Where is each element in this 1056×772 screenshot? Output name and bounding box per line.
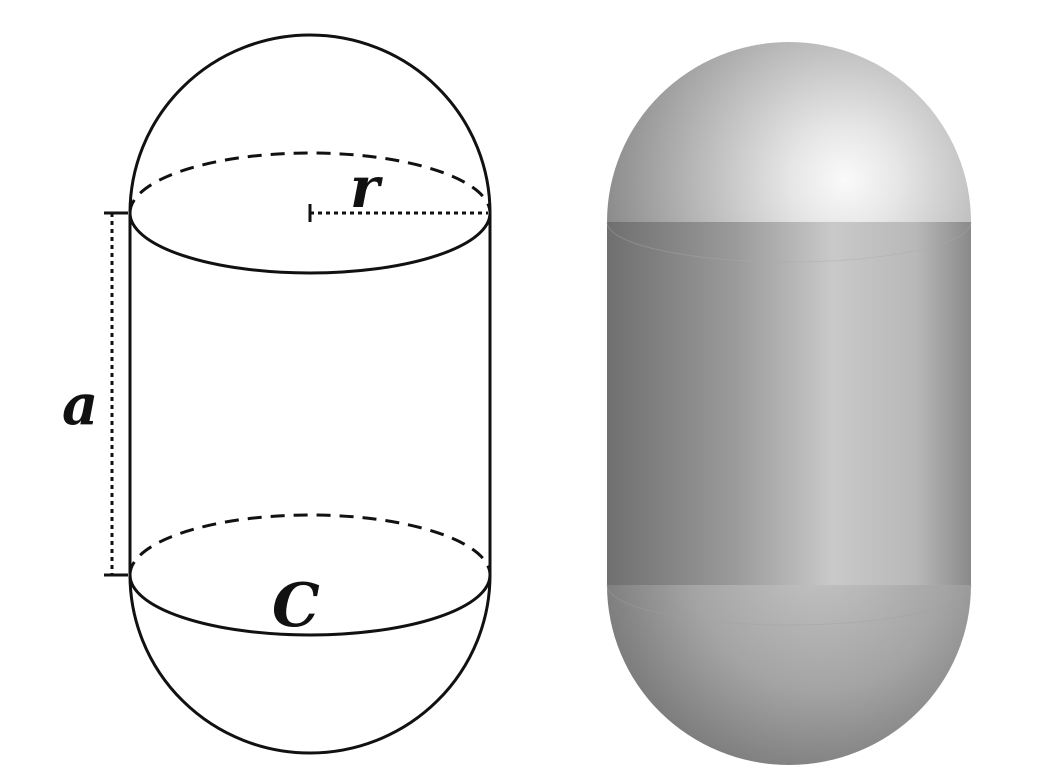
shaded-bottom-dome bbox=[607, 545, 971, 765]
bottom-ellipse-back bbox=[128, 513, 492, 576]
top-ellipse-back bbox=[128, 151, 492, 214]
radius-marker bbox=[308, 204, 488, 222]
capsule-wireframe bbox=[128, 33, 492, 755]
circumference-label: C bbox=[272, 571, 320, 641]
height-label: a bbox=[62, 372, 98, 438]
radius-label: r bbox=[350, 155, 383, 221]
bottom-ellipse-front bbox=[128, 574, 492, 637]
shaded-cylinder bbox=[607, 222, 971, 585]
shaded-top-dome bbox=[607, 42, 971, 262]
capsule-shaded bbox=[606, 42, 972, 765]
height-marker bbox=[104, 211, 128, 577]
top-ellipse-front bbox=[128, 212, 492, 275]
capsule-outline bbox=[128, 33, 492, 755]
